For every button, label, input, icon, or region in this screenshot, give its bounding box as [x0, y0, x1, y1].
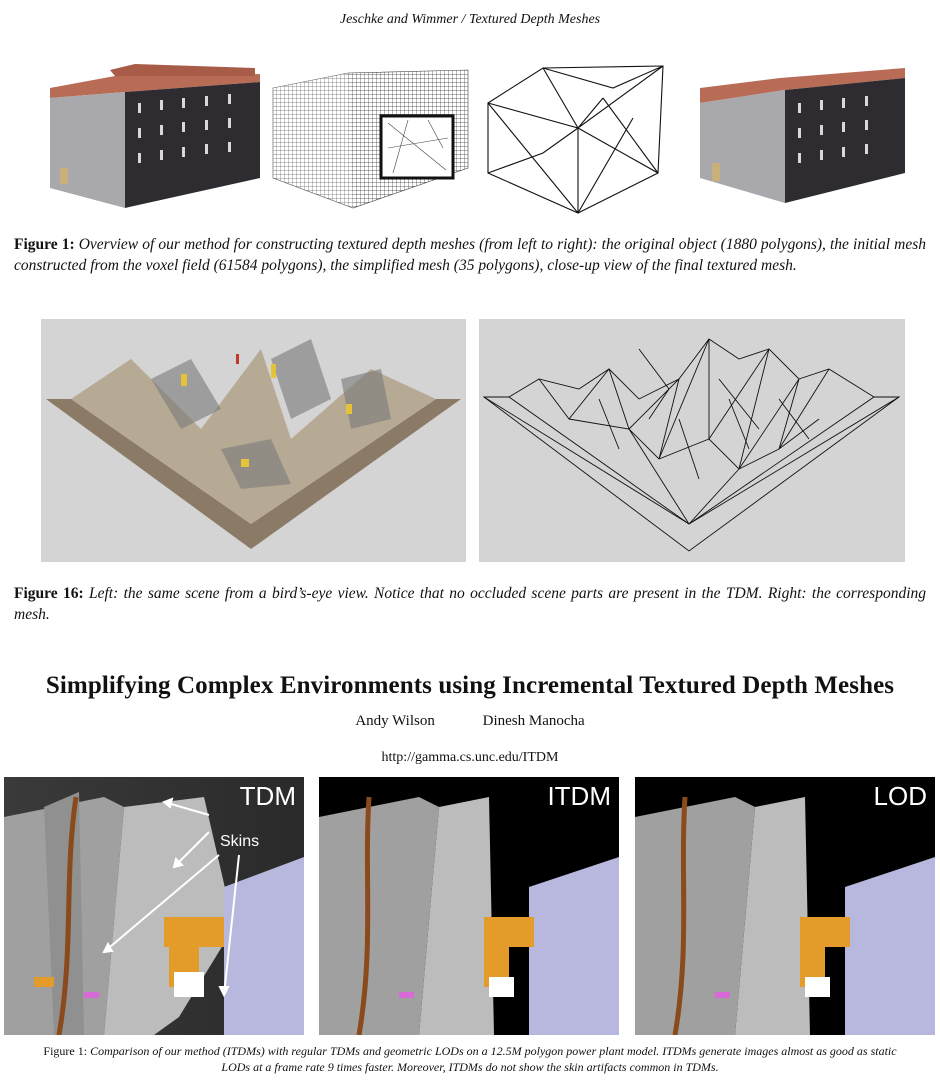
paper-authors: Andy Wilson Dinesh Manocha	[0, 713, 940, 730]
page-header: Jeschke and Wimmer / Textured Depth Mesh…	[339, 12, 601, 27]
comparison-caption: Figure 1: Comparison of our method (ITDM…	[40, 1043, 900, 1075]
panel-lod: LOD	[635, 777, 935, 1035]
voxel-mesh-image	[272, 69, 469, 209]
figure1-caption: Figure 1: Overview of our method for con…	[14, 234, 926, 276]
power-plant-lod-image	[635, 777, 935, 1035]
panel-label-itdm: ITDM	[547, 781, 611, 811]
author-1: Andy Wilson	[355, 713, 435, 729]
panel-itdm: ITDM	[319, 777, 619, 1035]
panel-tdm: TDM Skins	[4, 777, 304, 1035]
paper-title: Simplifying Complex Environments using I…	[45, 672, 895, 699]
panel-label-lod: LOD	[873, 781, 927, 811]
figure16-label: Figure 16:	[14, 585, 84, 602]
figure1-label: Figure 1:	[14, 236, 75, 253]
figure16-text: Left: the same scene from a bird’s-eye v…	[14, 585, 927, 623]
figure16-caption: Figure 16: Left: the same scene from a b…	[14, 583, 926, 625]
closeup-textured-image	[700, 68, 905, 203]
power-plant-tdm-image	[4, 777, 304, 1035]
skins-annotation: Skins	[220, 833, 260, 850]
birdseye-scene-image	[41, 319, 466, 562]
birdseye-mesh-image	[479, 319, 905, 562]
paper-url: http://gamma.cs.unc.edu/ITDM	[381, 750, 559, 765]
author-2: Dinesh Manocha	[482, 713, 585, 729]
power-plant-itdm-image	[319, 777, 619, 1035]
figure1-images	[0, 58, 940, 223]
comparison-caption-text: Comparison of our method (ITDMs) with re…	[90, 1044, 897, 1074]
panel-label-tdm: TDM	[239, 781, 296, 811]
comparison-caption-label: Figure 1:	[43, 1044, 88, 1058]
figure1-text: Overview of our method for constructing …	[14, 236, 926, 274]
original-building-image	[50, 64, 260, 208]
simplified-mesh-image	[487, 65, 664, 214]
